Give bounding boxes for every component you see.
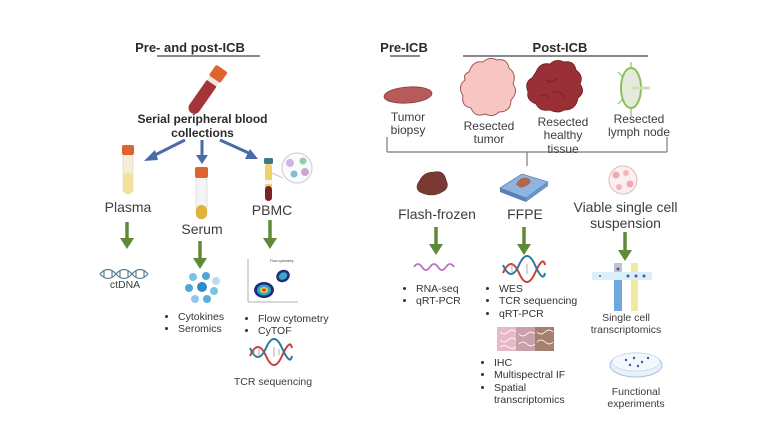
histology-slide-icon: [497, 327, 554, 351]
list-item: CyTOF: [258, 325, 358, 337]
list-item: WES: [499, 283, 599, 295]
cytokine-beads-icon: [185, 272, 220, 303]
sample-label-healthy-tissue: Resected healthy tissue: [537, 115, 589, 156]
ffpe-output-list: WES TCR sequencing qRT-PCR: [487, 283, 599, 320]
output-label-ctdna: ctDNA: [109, 279, 141, 291]
list-item: Flow cytometry: [258, 313, 358, 325]
flash-frozen-output-list: RNA-seq qRT-PCR: [404, 283, 496, 308]
arrowhead-pbmc: [245, 149, 258, 159]
branch-label-pbmc: PBMC: [251, 202, 293, 218]
frozen-tissue-icon: [416, 171, 448, 196]
tumor-biopsy-icon: [383, 86, 433, 104]
list-item: Seromics: [178, 323, 258, 335]
dna-helix-icon: [249, 338, 293, 366]
dna-helix-icon-ffpe: [502, 255, 546, 283]
list-item: Spatial transcriptomics: [494, 382, 594, 407]
microfluidic-chip-icon: [592, 263, 652, 311]
green-arrows-right: [429, 227, 632, 261]
post-icb-underline: [463, 55, 648, 57]
sample-bracket: [386, 137, 668, 166]
flow-cytometry-plot-icon: Flow cytometry: [247, 259, 298, 303]
pre-icb-underline: [390, 55, 420, 57]
list-item: RNA-seq: [416, 283, 496, 295]
flow-plot-title: Flow cytometry: [270, 259, 294, 263]
pre-icb-header: Pre-ICB: [380, 40, 428, 55]
arrowhead-plasma: [144, 150, 158, 161]
list-item: Cytokines: [178, 311, 258, 323]
list-item: IHC: [494, 357, 594, 369]
sample-label-tumor-biopsy: Tumor biopsy: [390, 110, 426, 138]
branch-label-serum: Serum: [181, 221, 223, 237]
resected-tumor-icon: [459, 57, 517, 117]
ffpe-histology-list: IHC Multispectral IF Spatial transcripto…: [482, 357, 594, 407]
left-header-underline: [157, 55, 260, 57]
single-cell-transcriptomics-label: Single cell transcriptomics: [590, 312, 662, 336]
cell-suspension-icon: [608, 165, 638, 195]
dna-icon: [99, 268, 149, 280]
post-icb-header: Post-ICB: [532, 40, 588, 55]
sample-label-resected-tumor: Resected tumor: [463, 119, 515, 147]
rna-icon: [413, 263, 455, 271]
list-item: Multispectral IF: [494, 369, 594, 381]
pbmc-tube-icon: [264, 152, 313, 201]
serum-output-list: Cytokines Seromics: [166, 311, 258, 336]
functional-experiments-label: Functional experiments: [607, 386, 665, 410]
branch-label-plasma: Plasma: [104, 199, 152, 215]
ffpe-block-icon: [499, 173, 549, 202]
serum-tube-icon: [195, 167, 208, 220]
list-item: TCR sequencing: [499, 295, 599, 307]
petri-dish-icon: [609, 352, 663, 378]
pbmc-output-list: Flow cytometry CyTOF: [246, 313, 358, 338]
green-arrows-left: [120, 220, 277, 269]
tcr-sequencing-label: TCR sequencing: [233, 376, 313, 388]
arrow-to-pbmc: [219, 138, 252, 156]
plasma-tube-icon: [122, 145, 134, 195]
healthy-tissue-icon: [526, 60, 583, 113]
list-item: qRT-PCR: [499, 308, 599, 320]
processing-label-viable-cells: Viable single cell suspension: [573, 199, 678, 231]
source-label: Serial peripheral blood collections: [137, 112, 268, 140]
arrowhead-serum: [196, 155, 208, 164]
blue-arrows: [144, 138, 258, 164]
processing-label-ffpe: FFPE: [507, 206, 543, 222]
list-item: qRT-PCR: [416, 295, 496, 307]
arrow-to-plasma: [150, 138, 186, 159]
lymph-node-icon: [617, 62, 650, 116]
left-panel-header: Pre- and post-ICB: [135, 40, 245, 55]
blood-tube-icon: [188, 65, 227, 114]
processing-label-flash-frozen: Flash-frozen: [398, 206, 476, 222]
sample-label-lymph-node: Resected lymph node: [607, 112, 671, 140]
